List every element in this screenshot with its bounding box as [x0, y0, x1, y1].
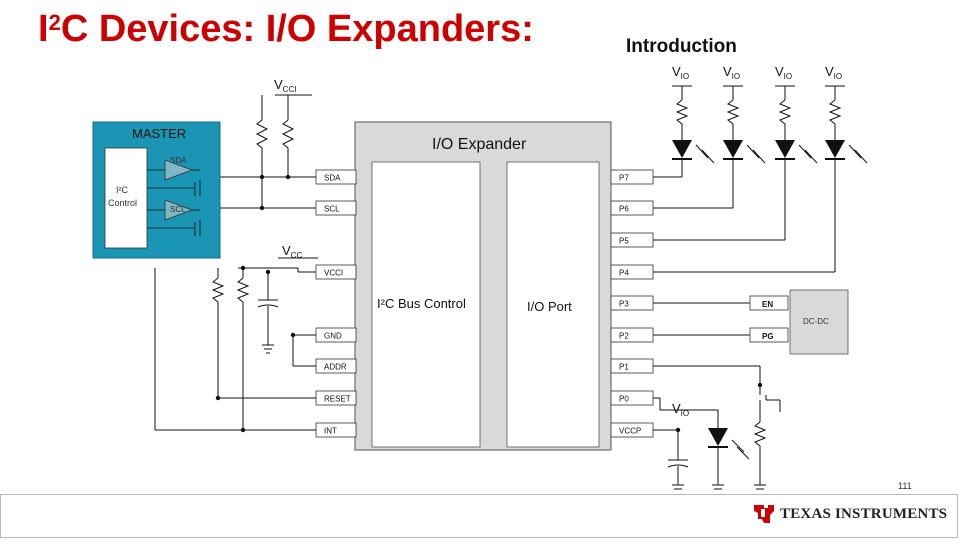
- en-pin: [749, 295, 789, 311]
- master-label: MASTER: [132, 126, 186, 141]
- left-pin-vcci: [315, 264, 357, 280]
- right-pin-p4-label: P4: [619, 269, 629, 278]
- sda-buffer-label: SDA: [170, 156, 187, 165]
- title-rest: C Devices: I/O Expanders:: [60, 8, 534, 50]
- left-pin-sda-label: SDA: [324, 174, 341, 183]
- right-pin-p7-label: P7: [619, 174, 629, 183]
- i2c-control-label-2: Control: [108, 198, 137, 208]
- ti-logo: TEXAS INSTRUMENTS: [752, 503, 947, 525]
- i2c-control-label-1: I²C: [116, 185, 128, 195]
- ti-wordmark: TEXAS INSTRUMENTS: [780, 505, 948, 522]
- slide-subtitle: Introduction: [626, 36, 737, 57]
- vio-label-5: VIO: [672, 401, 689, 418]
- right-pin-p3: [610, 295, 654, 311]
- right-pin-p0-label: P0: [619, 395, 629, 404]
- right-pin-p2: [610, 327, 654, 343]
- right-pin-p4: [610, 264, 654, 280]
- page-number: 111: [898, 481, 912, 491]
- left-pin-addr: [315, 358, 357, 374]
- right-pin-p5-label: P5: [619, 237, 629, 246]
- right-pin-p6-label: P6: [619, 205, 629, 214]
- right-pin-p1: [610, 358, 654, 374]
- slide-title: I2C Devices: I/O Expanders:: [38, 8, 534, 51]
- left-pin-reset-label: RESET: [324, 395, 351, 404]
- right-pin-p5: [610, 232, 654, 248]
- right-pin-vccp-label: VCCP: [619, 427, 641, 436]
- pg-label: PG: [762, 332, 774, 341]
- left-pin-gnd-label: GND: [324, 332, 342, 341]
- vcc-label: VCC: [282, 243, 302, 260]
- ti-logo-icon: [754, 505, 774, 523]
- en-label: EN: [762, 300, 773, 309]
- vio-label-1: VIO: [672, 64, 689, 81]
- right-pin-p3-label: P3: [619, 300, 629, 309]
- left-pin-addr-label: ADDR: [324, 363, 347, 372]
- dcdc-block: [789, 289, 849, 355]
- scl-buffer-label: SCL: [170, 205, 186, 214]
- left-pin-scl-label: SCL: [324, 205, 340, 214]
- left-pin-sda: [315, 169, 357, 185]
- io-expander-label: I/O Expander: [432, 136, 527, 153]
- title-prefix: I: [38, 8, 49, 50]
- right-pin-p6: [610, 200, 654, 216]
- schematic-diagram: MASTER I²C Control SDA SCL VCCI VCC VIO …: [92, 64, 868, 490]
- left-pin-gnd: [315, 327, 357, 343]
- right-pin-p1-label: P1: [619, 363, 629, 372]
- dcdc-label: DC-DC: [803, 317, 829, 326]
- right-pin-p7: [610, 169, 654, 185]
- bus-control-block: [371, 161, 481, 448]
- left-pin-vcci-label: VCCI: [324, 269, 343, 278]
- left-pin-int-label: INT: [324, 427, 337, 436]
- vio-label-2: VIO: [723, 64, 740, 81]
- right-pin-p2-label: P2: [619, 332, 629, 341]
- left-pin-int: [315, 422, 357, 438]
- left-pin-scl: [315, 200, 357, 216]
- io-port-label: I/O Port: [527, 299, 572, 314]
- right-pin-vccp: [610, 422, 654, 438]
- right-pin-p0: [610, 390, 654, 406]
- pg-pin: [749, 327, 789, 343]
- title-sup: 2: [48, 10, 61, 35]
- vio-label-4: VIO: [825, 64, 842, 81]
- left-pin-reset: [315, 390, 357, 406]
- vio-label-3: VIO: [775, 64, 792, 81]
- vcci-label: VCCI: [274, 77, 296, 94]
- io-port-block: [506, 161, 600, 448]
- bus-control-label: I²C Bus Control: [377, 296, 466, 311]
- footer-bar: [0, 494, 958, 538]
